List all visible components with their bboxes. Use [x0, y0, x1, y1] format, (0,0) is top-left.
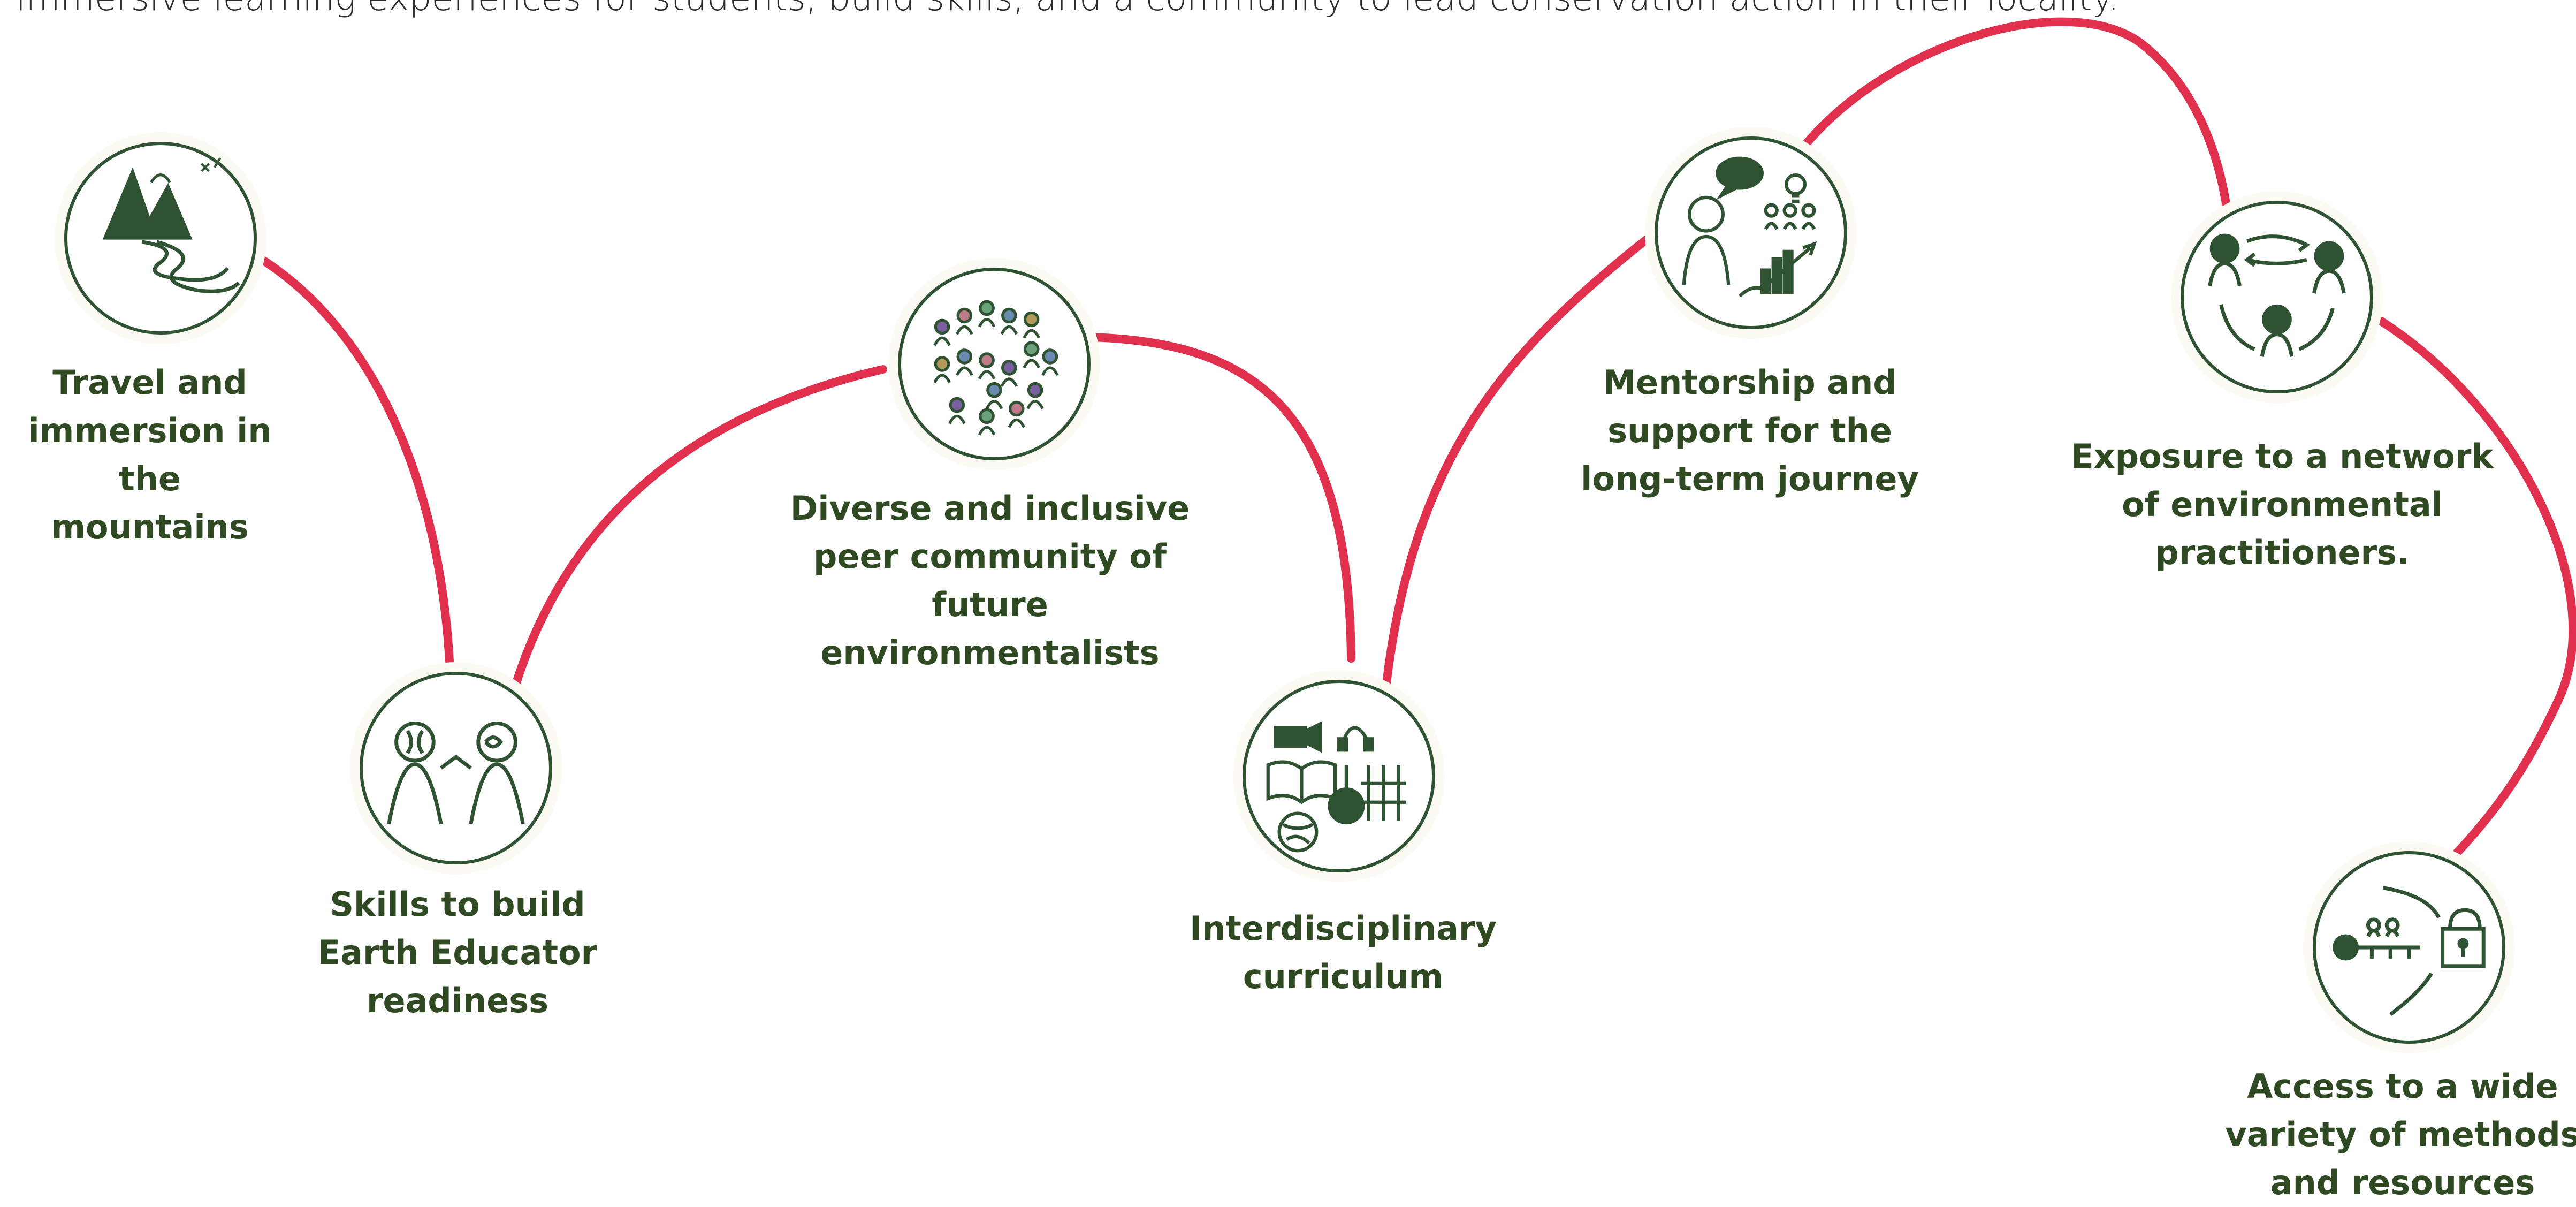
path-segment-6: [2377, 317, 2576, 858]
step-2-circle: [360, 672, 552, 864]
path-segment-5: [1799, 17, 2230, 208]
path-segment-2: [512, 365, 887, 687]
path-segment-3: [1087, 333, 1355, 663]
step-2-label: Skills to build Earth Educator readiness: [317, 885, 598, 1020]
step-3-label: Diverse and inclusive peer community of …: [790, 489, 1190, 672]
step-7-label: Access to a wide variety of methods and …: [2225, 1067, 2576, 1202]
step-1-label: Travel and immersion in the mountains: [28, 363, 272, 546]
step-1-circle: [64, 142, 257, 335]
path-segment-1: [258, 255, 454, 665]
community-people-icon: [933, 300, 1059, 436]
path-segment-4: [1382, 234, 1652, 692]
key-lock-icon: [2333, 886, 2486, 1016]
mentor-growth-icon: [1682, 156, 1817, 298]
step-4-label: Interdisciplinary curriculum: [1190, 909, 1497, 996]
network-people-icon: [2208, 233, 2346, 357]
two-thinkers-icon: [387, 722, 525, 825]
intro-text: immersive learning experiences for stude…: [16, 0, 2531, 18]
step-3-circle: [898, 268, 1091, 460]
step-5-label: Mentorship and support for the long-term…: [1581, 363, 1919, 498]
curriculum-tools-icon: [1266, 721, 1406, 853]
step-6-label: Exposure to a network of environmental p…: [2071, 437, 2494, 572]
step-7-circle: [2313, 851, 2505, 1044]
step-5-circle: [1655, 136, 1847, 329]
mountain-road-icon: [102, 157, 240, 293]
step-4-circle: [1243, 680, 1435, 872]
step-6-circle: [2181, 201, 2373, 393]
